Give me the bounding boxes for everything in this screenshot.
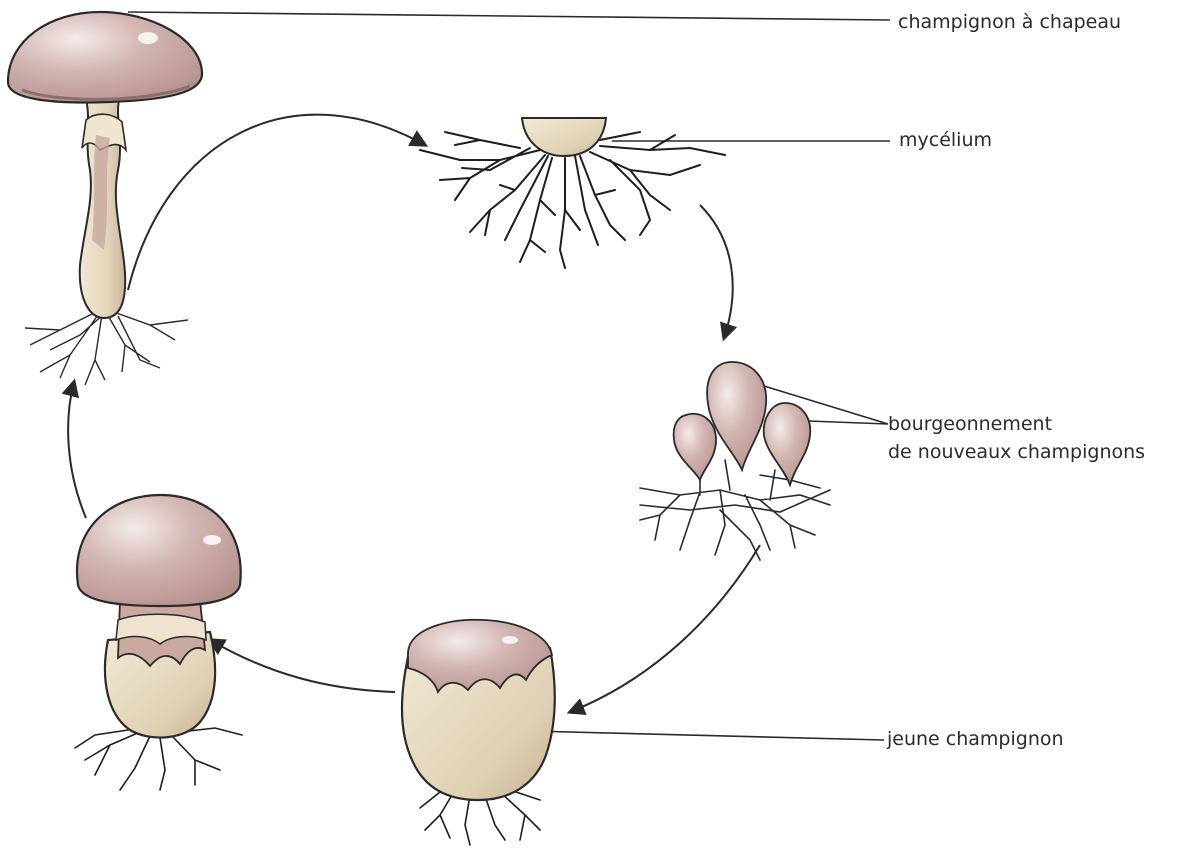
mature-cap xyxy=(8,12,202,102)
leader-line-cap xyxy=(128,12,890,20)
budding-stage xyxy=(640,362,830,560)
mature-cap-highlight xyxy=(138,32,158,44)
adult-mushroom xyxy=(75,495,242,790)
arrow-adult-to-cap xyxy=(68,382,86,518)
arrow-mycelium-to-buds xyxy=(700,205,733,338)
young-cap-highlight xyxy=(502,636,518,644)
label-mycelium: mycélium xyxy=(899,126,992,154)
leader-line-bud-2 xyxy=(808,421,888,424)
adult-cap-highlight xyxy=(203,535,221,545)
label-budding: bourgeonnement de nouveaux champignons xyxy=(888,410,1145,466)
young-mushroom xyxy=(402,620,555,845)
bud-center xyxy=(707,362,766,470)
arrow-cap-to-mycelium xyxy=(128,115,425,290)
label-budding-line2: de nouveaux champignons xyxy=(888,438,1145,466)
mature-mushroom xyxy=(8,12,202,385)
leader-line-young xyxy=(530,731,884,740)
bud-right xyxy=(764,403,810,485)
mycelium-bulb xyxy=(522,118,606,156)
label-capped-mushroom: champignon à chapeau xyxy=(898,8,1121,36)
budding-threads xyxy=(640,460,830,560)
arrow-young-to-adult xyxy=(210,640,395,692)
mature-roots xyxy=(25,310,188,385)
bud-left xyxy=(674,414,716,480)
adult-cap xyxy=(77,495,241,606)
arrow-buds-to-young xyxy=(570,545,760,712)
label-budding-line1: bourgeonnement xyxy=(888,410,1145,438)
label-young-mushroom: jeune champignon xyxy=(887,725,1064,753)
